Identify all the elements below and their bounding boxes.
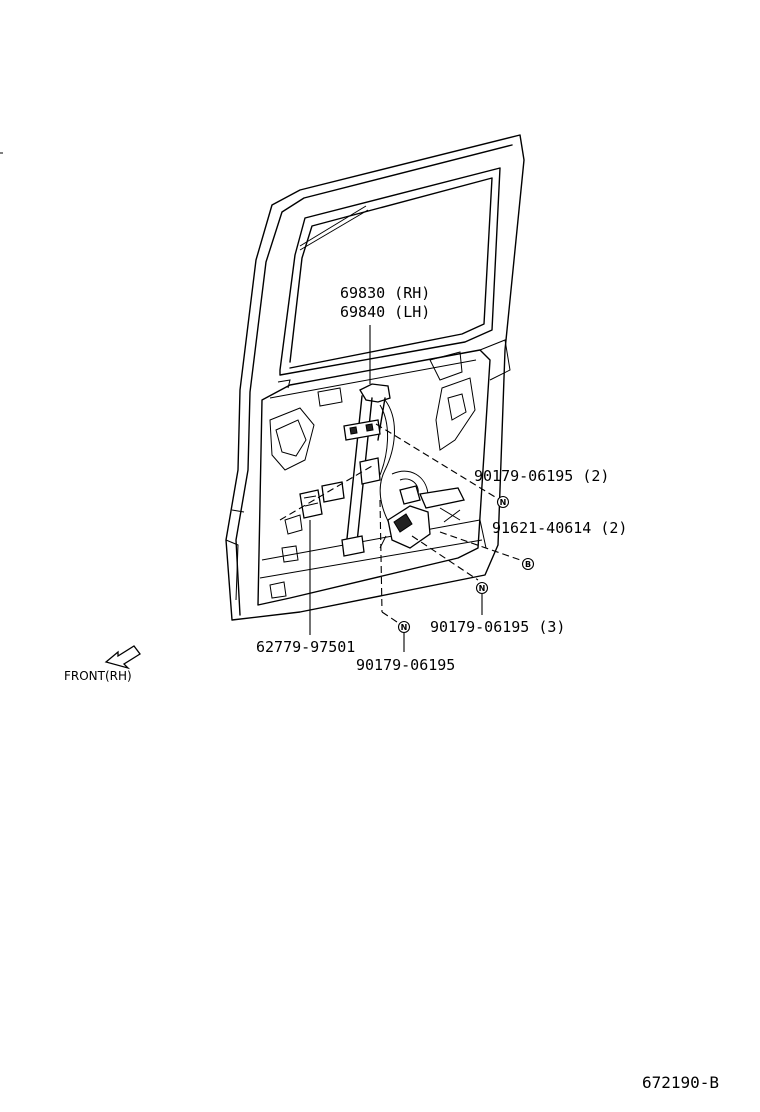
bolt-symbol-single: N <box>397 620 411 634</box>
power-window-switch <box>299 489 323 519</box>
window-regulator <box>321 383 429 557</box>
label-regulator-lh: 69840 (LH) <box>340 303 430 321</box>
label-bolt-upper: 90179-06195 (2) <box>474 467 609 485</box>
label-bolt-single: 90179-06195 <box>356 656 455 674</box>
bolt-single-mark: N <box>401 623 408 632</box>
bolt-upper-mark: N <box>500 498 507 507</box>
label-front-direction: FRONT(RH) <box>64 669 132 683</box>
figure-reference: 672190-B <box>642 1073 719 1092</box>
door-outline <box>225 134 525 621</box>
label-switch: 62779-97501 <box>256 638 355 656</box>
label-screw: 91621-40614 (2) <box>492 519 627 537</box>
bolt-symbol-lower: N <box>475 581 489 595</box>
dashed-leaders <box>279 423 527 625</box>
inner-panel <box>257 339 511 606</box>
window-frame <box>279 167 501 376</box>
label-regulator-rh: 69830 (RH) <box>340 284 430 302</box>
regulator-motor <box>379 485 465 549</box>
screw-mark: B <box>525 560 531 569</box>
label-bolt-lower: 90179-06195 (3) <box>430 618 565 636</box>
bolt-lower-mark: N <box>479 584 486 593</box>
front-arrow-icon <box>104 645 141 670</box>
screw-symbol: B <box>521 557 535 571</box>
solid-leaders <box>309 325 483 652</box>
bolt-symbol-upper: N <box>496 495 510 509</box>
